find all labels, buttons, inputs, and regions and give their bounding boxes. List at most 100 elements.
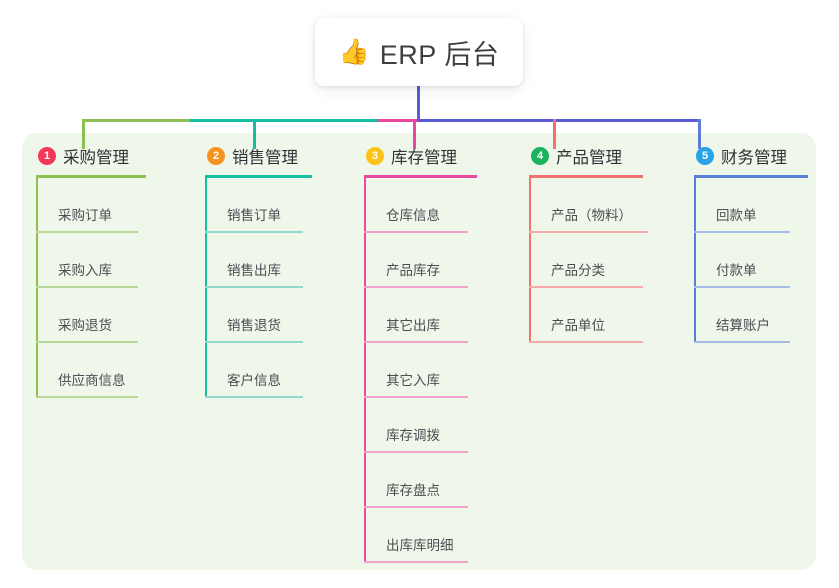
root-stem-connector <box>417 86 420 121</box>
leaf-rule <box>205 286 303 288</box>
branch-column-purchasing: 1 采购管理 采购订单 采购入库 采购退货 供应商信息 <box>36 145 196 398</box>
leaf-item[interactable]: 库存调拨 <box>364 398 529 453</box>
bus-connector-segment-3 <box>378 119 419 122</box>
branch-spine <box>205 178 207 398</box>
leaf-label: 客户信息 <box>227 373 281 388</box>
branch-spine <box>364 178 366 563</box>
leaf-item[interactable]: 产品库存 <box>364 233 529 288</box>
leaf-label: 产品库存 <box>386 263 440 278</box>
leaf-rule <box>529 341 643 343</box>
branch-title: 库存管理 <box>391 149 457 167</box>
leaf-rule <box>364 341 468 343</box>
branch-column-sales: 2 销售管理 销售订单 销售出库 销售退货 客户信息 <box>205 145 365 398</box>
leaf-rule <box>36 286 138 288</box>
branch-header-purchasing[interactable]: 1 采购管理 <box>36 145 196 167</box>
leaf-rule <box>36 231 138 233</box>
leaf-rule <box>205 231 303 233</box>
leaf-rule <box>36 341 138 343</box>
leaf-item[interactable]: 采购退货 <box>36 288 196 343</box>
branch-header-rule <box>529 175 643 178</box>
branch-title: 产品管理 <box>556 149 622 167</box>
branch-number-badge: 2 <box>207 147 225 165</box>
leaf-rule <box>529 286 643 288</box>
branch-spine <box>36 178 38 398</box>
leaf-label: 出库库明细 <box>386 538 454 553</box>
leaf-item[interactable]: 销售出库 <box>205 233 365 288</box>
leaf-rule <box>205 341 303 343</box>
branch-title: 采购管理 <box>63 149 129 167</box>
root-node-title: ERP 后台 <box>379 39 500 70</box>
leaf-label: 采购订单 <box>58 208 112 223</box>
branch-leaf-list: 仓库信息 产品库存 其它出库 其它入库 库存调拨 库存盘点 出库库明细 <box>364 178 529 563</box>
leaf-item[interactable]: 产品分类 <box>529 233 699 288</box>
bus-connector-segment-1 <box>82 119 192 122</box>
root-node-card[interactable]: 👍 ERP 后台 <box>315 18 523 86</box>
branch-title: 销售管理 <box>232 149 298 167</box>
leaf-rule <box>694 341 790 343</box>
leaf-item[interactable]: 销售订单 <box>205 178 365 233</box>
leaf-item[interactable]: 回款单 <box>694 178 839 233</box>
branch-leaf-list: 回款单 付款单 结算账户 <box>694 178 839 343</box>
leaf-label: 其它入库 <box>386 373 440 388</box>
leaf-item[interactable]: 供应商信息 <box>36 343 196 398</box>
leaf-rule <box>529 231 648 233</box>
leaf-label: 结算账户 <box>716 318 770 333</box>
leaf-rule <box>364 396 468 398</box>
leaf-label: 付款单 <box>716 263 757 278</box>
branch-number-badge: 3 <box>366 147 384 165</box>
branch-header-inventory[interactable]: 3 库存管理 <box>364 145 529 167</box>
branch-column-inventory: 3 库存管理 仓库信息 产品库存 其它出库 其它入库 库存调拨 库存盘点 <box>364 145 529 563</box>
branch-drop-connector-1 <box>82 119 85 149</box>
leaf-rule <box>36 396 138 398</box>
branch-title: 财务管理 <box>721 149 787 167</box>
leaf-label: 采购入库 <box>58 263 112 278</box>
branch-number-badge: 1 <box>38 147 56 165</box>
leaf-rule <box>364 231 468 233</box>
bus-connector-segment-2 <box>190 119 380 122</box>
leaf-label: 其它出库 <box>386 318 440 333</box>
branch-header-finance[interactable]: 5 财务管理 <box>694 145 839 167</box>
leaf-item[interactable]: 产品（物料） <box>529 178 699 233</box>
leaf-item[interactable]: 采购订单 <box>36 178 196 233</box>
leaf-label: 销售退货 <box>227 318 281 333</box>
leaf-label: 库存盘点 <box>386 483 440 498</box>
branch-drop-connector-2 <box>253 119 256 149</box>
leaf-item[interactable]: 付款单 <box>694 233 839 288</box>
leaf-item[interactable]: 采购入库 <box>36 233 196 288</box>
branch-leaf-list: 销售订单 销售出库 销售退货 客户信息 <box>205 178 365 398</box>
leaf-item[interactable]: 产品单位 <box>529 288 699 343</box>
branch-number-badge: 4 <box>531 147 549 165</box>
leaf-item[interactable]: 其它出库 <box>364 288 529 343</box>
leaf-rule <box>694 286 790 288</box>
thumbs-up-icon: 👍 <box>338 37 370 66</box>
leaf-label: 采购退货 <box>58 318 112 333</box>
leaf-item[interactable]: 其它入库 <box>364 343 529 398</box>
branch-header-rule <box>36 175 146 178</box>
leaf-label: 产品单位 <box>551 318 605 333</box>
leaf-rule <box>364 561 468 563</box>
branch-drop-connector-3 <box>413 119 416 149</box>
branch-header-product[interactable]: 4 产品管理 <box>529 145 699 167</box>
branch-column-finance: 5 财务管理 回款单 付款单 结算账户 <box>694 145 839 343</box>
branch-leaf-list: 产品（物料） 产品分类 产品单位 <box>529 178 699 343</box>
mindmap-panel-background <box>22 133 816 570</box>
leaf-item[interactable]: 出库库明细 <box>364 508 529 563</box>
leaf-item[interactable]: 销售退货 <box>205 288 365 343</box>
leaf-label: 产品分类 <box>551 263 605 278</box>
leaf-rule <box>205 396 303 398</box>
leaf-item[interactable]: 库存盘点 <box>364 453 529 508</box>
leaf-label: 回款单 <box>716 208 757 223</box>
branch-column-product: 4 产品管理 产品（物料） 产品分类 产品单位 <box>529 145 699 343</box>
branch-header-rule <box>694 175 808 178</box>
branch-spine <box>529 178 531 343</box>
leaf-label: 供应商信息 <box>58 373 126 388</box>
branch-drop-connector-5 <box>698 119 701 149</box>
branch-drop-connector-4 <box>553 119 556 149</box>
leaf-item[interactable]: 客户信息 <box>205 343 365 398</box>
leaf-rule <box>694 231 790 233</box>
leaf-item[interactable]: 仓库信息 <box>364 178 529 233</box>
leaf-item[interactable]: 结算账户 <box>694 288 839 343</box>
branch-header-sales[interactable]: 2 销售管理 <box>205 145 365 167</box>
branch-header-rule <box>364 175 477 178</box>
branch-spine <box>694 178 696 343</box>
